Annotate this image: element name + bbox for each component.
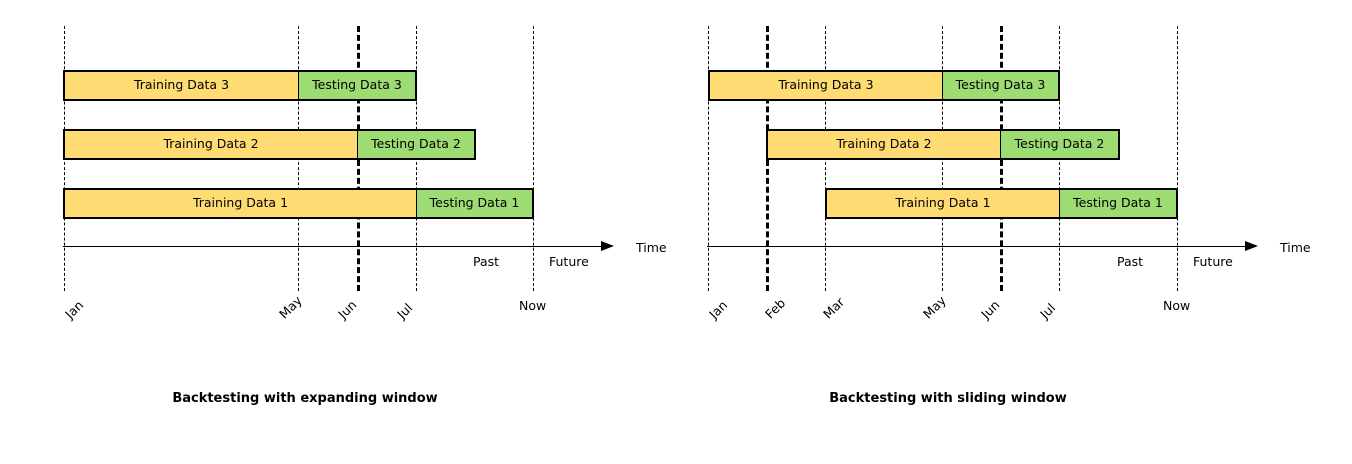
bar-testing-label: Testing Data 2 — [371, 136, 461, 152]
time-axis-arrow-icon — [1245, 241, 1258, 251]
bar-training-2: Training Data 2 — [766, 129, 1001, 160]
bar-training-3: Training Data 3 — [708, 70, 943, 101]
bar-testing-label: Testing Data 1 — [1073, 195, 1163, 211]
past-label: Past — [1117, 254, 1144, 269]
gridline-now — [533, 26, 534, 291]
bar-training-label: Training Data 2 — [163, 136, 259, 152]
tick-label-feb: Feb — [762, 295, 789, 322]
tick-label-mar: Mar — [820, 294, 848, 322]
past-label: Past — [473, 254, 500, 269]
bar-training-1: Training Data 1 — [825, 188, 1060, 219]
bar-training-label: Training Data 1 — [895, 195, 991, 211]
bar-testing-1: Testing Data 1 — [1059, 188, 1178, 219]
time-axis-line — [63, 246, 603, 247]
tick-label-jan: Jan — [706, 297, 731, 322]
bar-testing-3: Testing Data 3 — [942, 70, 1060, 101]
future-label: Future — [1193, 254, 1233, 269]
future-label: Future — [549, 254, 589, 269]
tick-label-may: May — [920, 292, 949, 322]
panel-caption-expanding: Backtesting with expanding window — [172, 391, 438, 406]
time-axis-label: Time — [1280, 240, 1311, 255]
bar-training-label: Training Data 2 — [836, 136, 932, 152]
bar-testing-label: Testing Data 1 — [429, 195, 520, 211]
bar-testing-2: Testing Data 2 — [1000, 129, 1120, 160]
time-axis-arrow-icon — [601, 241, 614, 251]
tick-label-jul: Jul — [1037, 300, 1059, 322]
gridline-jan — [708, 26, 709, 291]
bar-training-label: Training Data 3 — [778, 77, 874, 93]
bar-training-2: Training Data 2 — [63, 129, 358, 160]
time-axis-label: Time — [636, 240, 667, 255]
bar-testing-label: Testing Data 3 — [312, 77, 402, 93]
bar-testing-3: Testing Data 3 — [298, 70, 417, 101]
bar-training-label: Training Data 3 — [133, 77, 230, 93]
bar-testing-label: Testing Data 3 — [955, 77, 1046, 93]
tick-label-jun: Jun — [978, 297, 1003, 322]
now-label: Now — [519, 298, 547, 313]
now-label: Now — [1163, 298, 1191, 313]
bar-training-3: Training Data 3 — [63, 70, 299, 101]
bar-training-1: Training Data 1 — [63, 188, 417, 219]
bar-testing-2: Testing Data 2 — [357, 129, 476, 160]
bar-testing-1: Testing Data 1 — [416, 188, 534, 219]
panel-caption-sliding: Backtesting with sliding window — [829, 391, 1067, 406]
gridline-now — [1177, 26, 1178, 291]
bar-testing-label: Testing Data 2 — [1014, 136, 1105, 152]
time-axis-line — [707, 246, 1247, 247]
bar-training-label: Training Data 1 — [192, 195, 289, 211]
